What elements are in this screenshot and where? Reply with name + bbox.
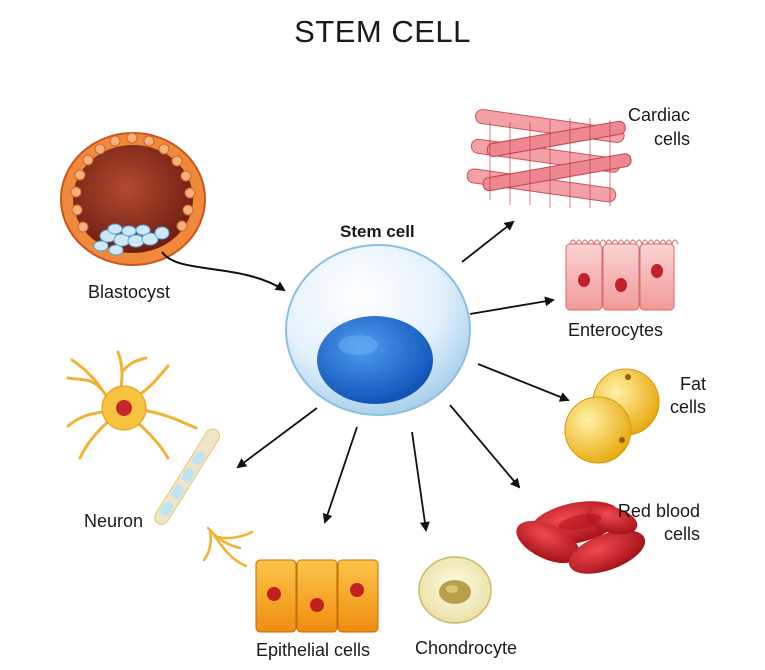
arrow-to-cardiac — [461, 220, 515, 263]
label-epithelial: Epithelial cells — [256, 640, 371, 660]
label-cardiac-line1: Cardiac — [627, 105, 690, 125]
label-blastocyst: Blastocyst — [88, 282, 171, 302]
neuron-illustration — [66, 350, 254, 568]
arrow-to-rbc — [449, 404, 521, 489]
diagram-title: STEM CELL — [294, 14, 471, 49]
label-chondrocyte: Chondrocyte — [415, 638, 518, 658]
fat-cells-illustration — [564, 368, 660, 464]
label-rbc-line2: cells — [663, 524, 700, 544]
label-fat-line2: cells — [669, 397, 706, 417]
label-rbc-line1: Red blood — [617, 501, 700, 521]
arrow-to-neuron — [236, 407, 318, 469]
label-neuron: Neuron — [84, 511, 144, 531]
label-cardiac-line2: cells — [653, 129, 690, 149]
blastocyst-illustration — [60, 132, 206, 266]
arrow-to-enterocytes — [469, 296, 555, 315]
cardiac-cells-illustration — [466, 109, 632, 208]
label-fat-line1: Fat — [679, 374, 706, 394]
label-enterocytes: Enterocytes — [568, 320, 664, 340]
arrow-blastocyst-to-stem — [161, 251, 286, 292]
arrow-to-fat — [477, 363, 570, 402]
arrow-to-epithelial — [322, 426, 358, 524]
stem-cell-illustration — [285, 244, 471, 416]
label-stem-cell: Stem cell — [340, 222, 415, 241]
red-blood-cells-illustration — [516, 501, 646, 574]
enterocytes-illustration — [565, 239, 679, 311]
chondrocyte-illustration — [418, 556, 492, 624]
differentiation-arrows — [236, 220, 570, 532]
epithelial-cells-illustration — [255, 559, 379, 633]
arrow-to-chondrocyte — [411, 431, 430, 532]
